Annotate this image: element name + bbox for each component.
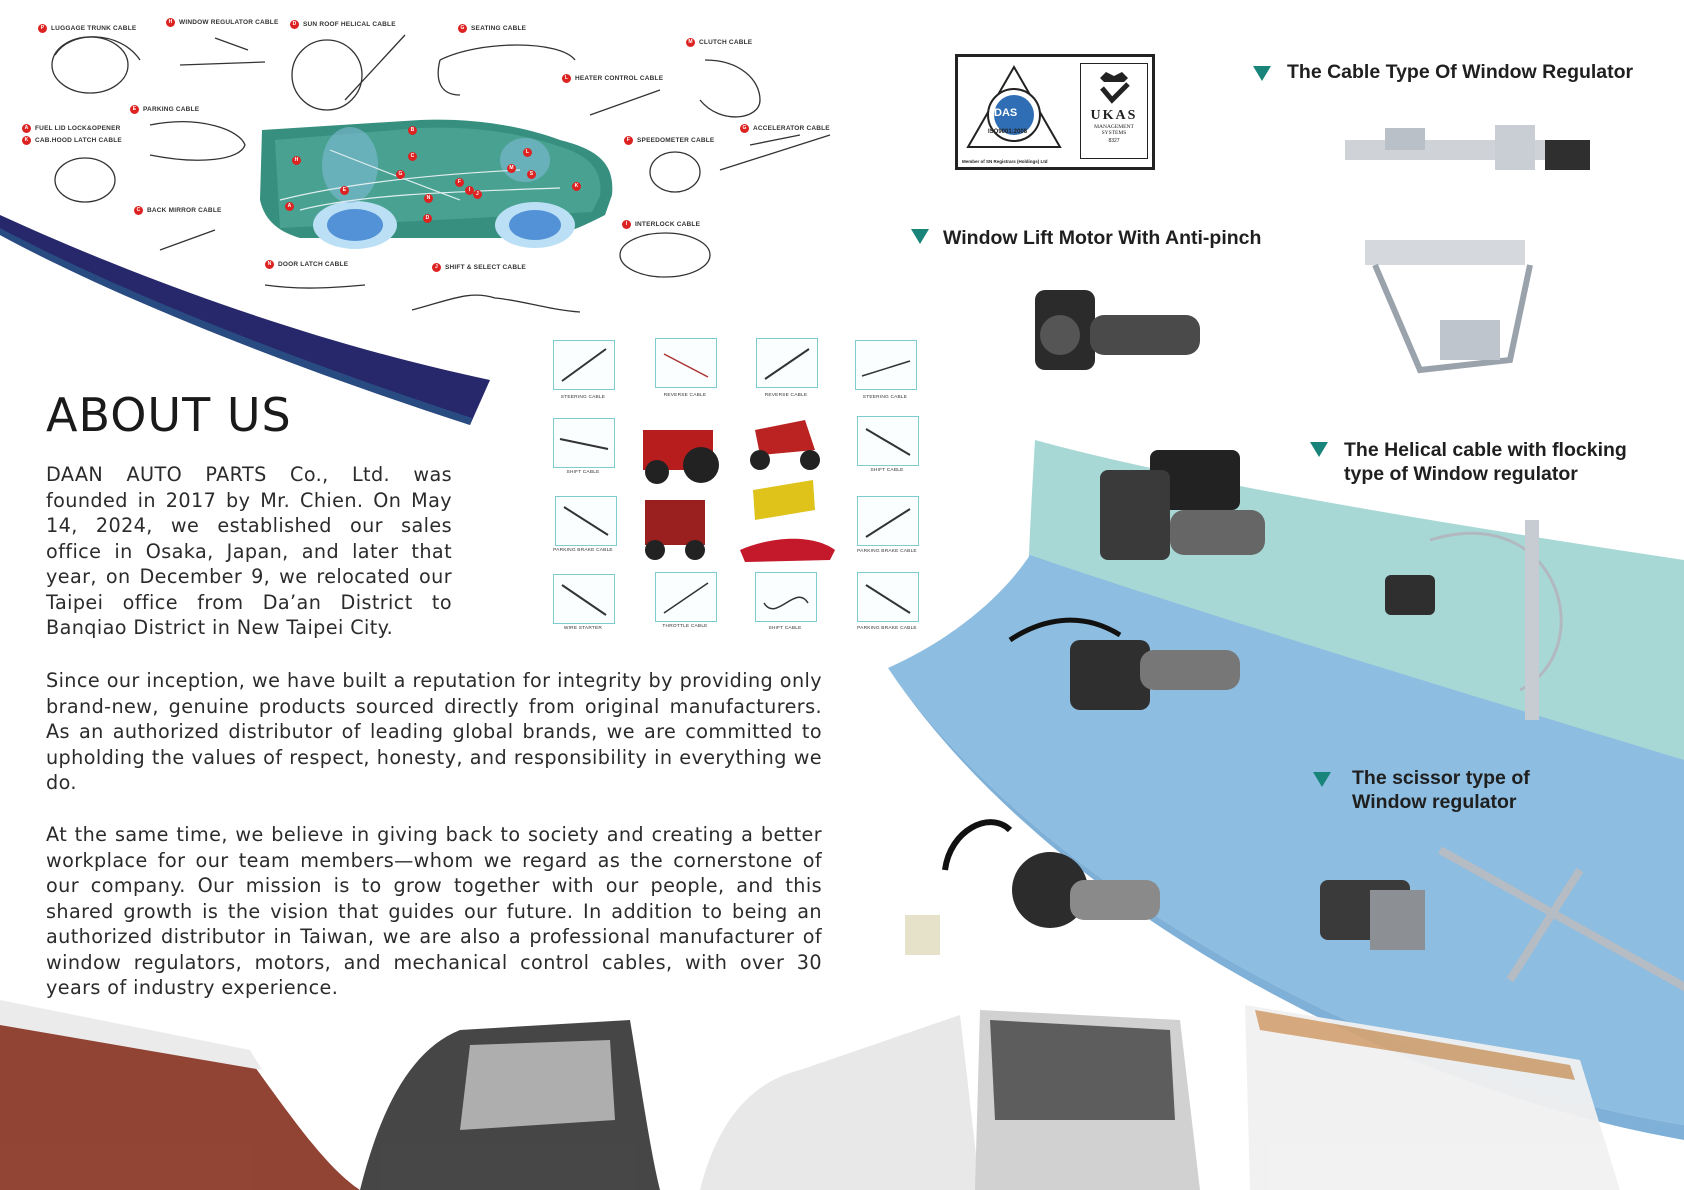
triangle-bullet-icon [1310,442,1328,457]
ukas-title: UKAS [1090,108,1138,123]
thumb-parking-brake-cable-2 [857,496,919,546]
iso-number: ISO9001:2008 [988,129,1028,135]
das-logo-text: DAS [994,107,1018,119]
car-marker: J [473,190,486,199]
thumb-shift-cable [553,418,615,468]
car-marker: C [408,152,421,161]
car-marker: N [424,194,437,203]
thumb-label: SHIFT CABLE [566,470,600,475]
car-marker: G [396,170,409,179]
thumb-label: REVERSE CABLE [663,393,707,398]
crown-check-icon [1100,72,1130,104]
car-marker: A [285,202,298,211]
thumb-label: PARKING BRAKE CABLE [553,548,613,553]
triangle-bullet-icon [1313,772,1331,787]
thumb-parking-brake-cable [555,496,617,546]
car-diagram [260,119,613,249]
car-marker: H [292,156,305,165]
thumb-label: SHIFT CABLE [768,626,802,631]
car-marker: E [340,186,353,195]
iso-certificate: DAS ISO9001:2008 UKAS MANAGEMENT SYSTEMS… [955,54,1155,170]
car-marker: D [423,214,436,223]
thumb-steering-cable [553,340,615,390]
product-illustrations [905,125,1684,992]
heading-scissor-line-1: The scissor type of [1352,767,1530,789]
thumb-wire-starter [553,574,615,624]
car-marker: S [527,170,540,179]
thumb-label: WIRE STARTER [563,626,603,631]
car-marker: K [572,182,585,191]
car-marker: F [455,178,468,187]
about-paragraph-2: Since our inception, we have built a rep… [46,669,822,794]
about-paragraph-1: DAAN AUTO PARTS Co., Ltd. was founded in… [46,463,452,639]
thumb-label: STEERING CABLE [862,395,908,400]
heading-anti-pinch-motor: Window Lift Motor With Anti-pinch [943,227,1262,249]
thumb-label: REVERSE CABLE [764,393,808,398]
thumb-label: PARKING BRAKE CABLE [857,626,917,631]
car-marker: B [408,126,421,135]
ukas-badge: UKAS MANAGEMENT SYSTEMS 8327 [1080,63,1148,159]
thumb-label: SHIFT CABLE [870,468,904,473]
triangle-bullet-icon [1253,66,1271,81]
thumb-label: STEERING CABLE [560,395,606,400]
vehicle-illustrations [643,420,835,562]
thumb-reverse-cable-2 [756,338,818,388]
ukas-systems: SYSTEMS [1101,130,1127,136]
car-marker: I [465,186,478,195]
heading-helical-line-1: The Helical cable with flocking [1344,439,1627,461]
thumb-shift-cable-3 [755,572,817,622]
member-text: Member of SN Registrars (Holdings) Ltd [962,159,1048,164]
thumb-parking-brake-cable-3 [857,572,919,622]
heading-cable-type: The Cable Type Of Window Regulator [1287,61,1634,83]
car-marker: M [507,164,520,173]
ukas-management: MANAGEMENT [1094,124,1134,130]
car-doors [0,1000,1620,1190]
heading-helical-line-2: type of Window regulator [1344,463,1578,485]
about-paragraph-3: At the same time, we believe in giving b… [46,823,822,999]
about-title: ABOUT US [46,388,292,442]
thumb-label: PARKING BRAKE CABLE [857,549,917,554]
thumb-steering-cable-2 [855,340,917,390]
ukas-number: 8327 [1108,138,1120,144]
thumb-label: THROTTLE CABLE [662,624,708,629]
thumb-throttle-cable [655,572,717,622]
thumb-shift-cable-2 [857,416,919,466]
triangle-bullet-icon [911,229,929,244]
heading-scissor-line-2: Window regulator [1352,791,1517,813]
thumb-reverse-cable [655,338,717,388]
car-marker: L [523,148,536,157]
das-logo-icon [966,64,1062,148]
